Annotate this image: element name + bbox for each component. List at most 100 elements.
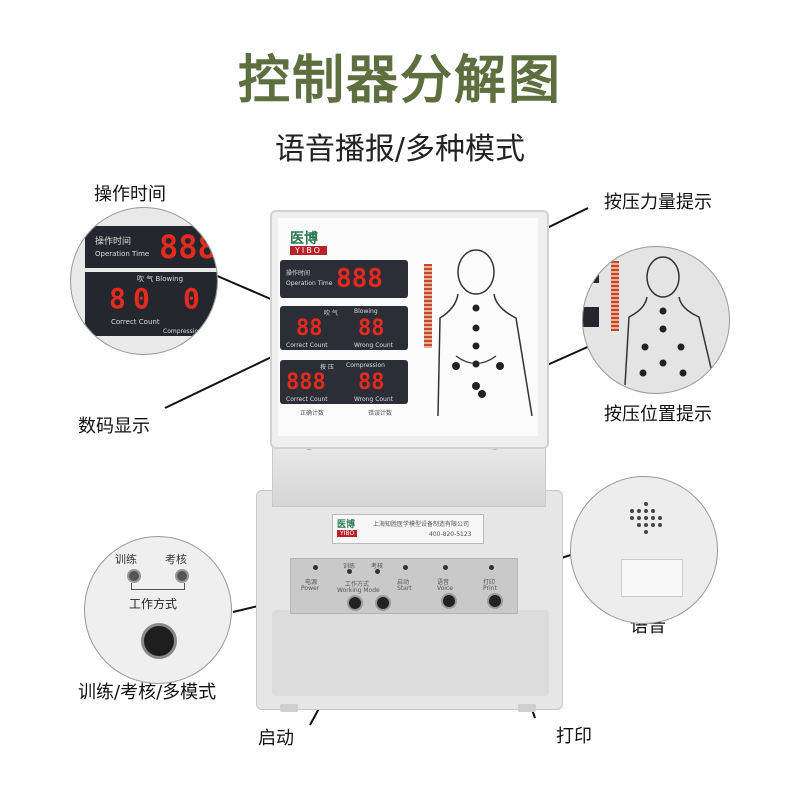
exam-led xyxy=(375,569,380,574)
control-strip: 电源 Power 训练 考核 工作方式 Working Mode 启动 Star… xyxy=(290,558,518,614)
label-print: 打印 xyxy=(556,726,592,747)
zoom-blowing: 吹 气 Blowing xyxy=(137,275,184,283)
speaker-cover xyxy=(621,559,683,597)
zoom-exam-label: 考核 xyxy=(165,553,187,566)
zoom-training-label: 训练 xyxy=(115,553,137,566)
display-compression: 按 压 Compression 888 88 Correct Count Wro… xyxy=(280,360,408,404)
compression-en: Compression xyxy=(346,362,385,369)
op-time-cn: 操作时间 xyxy=(286,270,311,277)
voice-led xyxy=(443,565,448,570)
blow-correct-value: 88 xyxy=(296,316,323,341)
nameplate-phone: 400-820-5123 xyxy=(429,531,472,538)
zoom-point-7 xyxy=(679,369,687,377)
point-lower xyxy=(472,360,480,368)
zoom-point-3 xyxy=(641,343,649,351)
comp-wrong-value: 88 xyxy=(358,370,385,395)
page-title: 控制器分解图 xyxy=(237,51,562,111)
display-blowing: 吹 气 Blowing 88 88 Correct Count Wrong Co… xyxy=(280,306,408,350)
blow-wrong-label: Wrong Count xyxy=(354,342,394,349)
zoom-op-display: 操作时间 Operation Time 888 xyxy=(85,226,217,268)
zoom-head xyxy=(646,256,680,298)
power-led xyxy=(313,565,318,570)
zoom-op-value: 888 xyxy=(159,228,217,266)
zoom-blow-right: 0 xyxy=(183,282,200,315)
op-time-en: Operation Time xyxy=(286,280,333,287)
zoom-op-en: Operation Time xyxy=(95,250,150,258)
point-upper xyxy=(472,324,480,332)
brand-logo: 医博 xyxy=(290,231,318,247)
device-foot-right xyxy=(518,704,536,712)
comp-wrong-label: Wrong Count xyxy=(354,396,394,403)
zoom-training-led xyxy=(127,569,141,583)
working-mode-en: Working Mode xyxy=(337,587,380,594)
nameplate: 医博 YIBO 上海知胜医学模型设备制造有限公司 400-820-5123 xyxy=(332,514,484,544)
device-foot-left xyxy=(280,704,298,712)
label-operation-time: 操作时间 xyxy=(94,184,166,205)
zoom-edge-display-1 xyxy=(583,267,599,283)
zoom-op-cn: 操作时间 xyxy=(95,237,132,247)
print-label: 打印 xyxy=(483,579,496,586)
line-digital-display xyxy=(164,351,283,409)
nameplate-brand: 医博 xyxy=(337,520,356,530)
zoom-bracket xyxy=(131,583,185,590)
device-hinge xyxy=(272,445,546,507)
blowing-cn: 吹 气 xyxy=(324,310,338,317)
label-press-position: 按压位置提示 xyxy=(604,404,712,425)
zoom-point-6 xyxy=(639,369,647,377)
power-en: Power xyxy=(301,585,320,592)
voice-button[interactable] xyxy=(441,593,457,609)
voice-label: 语音 xyxy=(437,579,450,586)
device-front-panel xyxy=(272,610,549,696)
speaker-grille-icon xyxy=(630,502,662,534)
zoom-shoulders xyxy=(624,296,716,385)
point-left xyxy=(452,362,460,370)
correct-count-cn: 正确计数 xyxy=(300,410,325,417)
page-subtitle: 语音播报/多种模式 xyxy=(274,132,526,167)
print-button[interactable] xyxy=(487,593,503,609)
label-digital-display: 数码显示 xyxy=(78,416,150,437)
brand-en: YIBO xyxy=(290,246,327,255)
zoom-compression: Compression xyxy=(163,328,202,335)
zoom-point-5 xyxy=(659,359,667,367)
start-label: 启动 xyxy=(397,579,410,586)
nameplate-maker: 上海知胜医学模型设备制造有限公司 xyxy=(373,521,470,528)
training-label: 训练 xyxy=(343,563,356,570)
zoom-blow-mid: 0 xyxy=(133,282,150,315)
comp-correct-label: Correct Count xyxy=(286,396,328,403)
force-indicator-bar xyxy=(424,264,432,348)
power-label: 电源 xyxy=(305,579,318,586)
zoom-point-2 xyxy=(659,325,667,333)
display-operation-time: 操作时间 Operation Time 888 xyxy=(280,260,408,298)
label-press-force: 按压力量提示 xyxy=(604,192,712,213)
training-led xyxy=(347,569,352,574)
zoom-speaker xyxy=(570,476,718,624)
point-right xyxy=(496,362,504,370)
print-en: Print xyxy=(483,585,497,592)
zoom-mode-button[interactable] xyxy=(141,623,177,659)
zoom-point-4 xyxy=(677,343,685,351)
print-led xyxy=(489,565,494,570)
mode-button[interactable] xyxy=(347,595,363,611)
zoom-working-mode: 工作方式 xyxy=(129,597,178,611)
zoom-edge-display-2 xyxy=(583,307,599,327)
voice-en: Voice xyxy=(437,585,453,592)
blow-wrong-value: 88 xyxy=(358,316,385,341)
wrong-count-cn: 错误计数 xyxy=(368,410,393,417)
exam-label: 考核 xyxy=(371,563,384,570)
start-en: Start xyxy=(397,585,412,592)
torso-illustration xyxy=(437,249,533,416)
point-compression xyxy=(478,390,486,398)
shoulder-outline xyxy=(437,293,533,416)
point-sternum xyxy=(472,382,480,390)
zoom-mode: 训练 考核 工作方式 xyxy=(84,536,232,684)
zoom-press-position xyxy=(582,246,730,394)
head-outline xyxy=(457,249,495,295)
start-button[interactable] xyxy=(375,595,391,611)
start-led xyxy=(403,565,408,570)
point-neck xyxy=(472,304,480,312)
point-mid xyxy=(472,342,480,350)
op-time-value: 888 xyxy=(336,264,383,294)
compression-cn: 按 压 xyxy=(320,364,334,371)
line-operation-time xyxy=(214,274,281,304)
label-start: 启动 xyxy=(258,728,294,749)
